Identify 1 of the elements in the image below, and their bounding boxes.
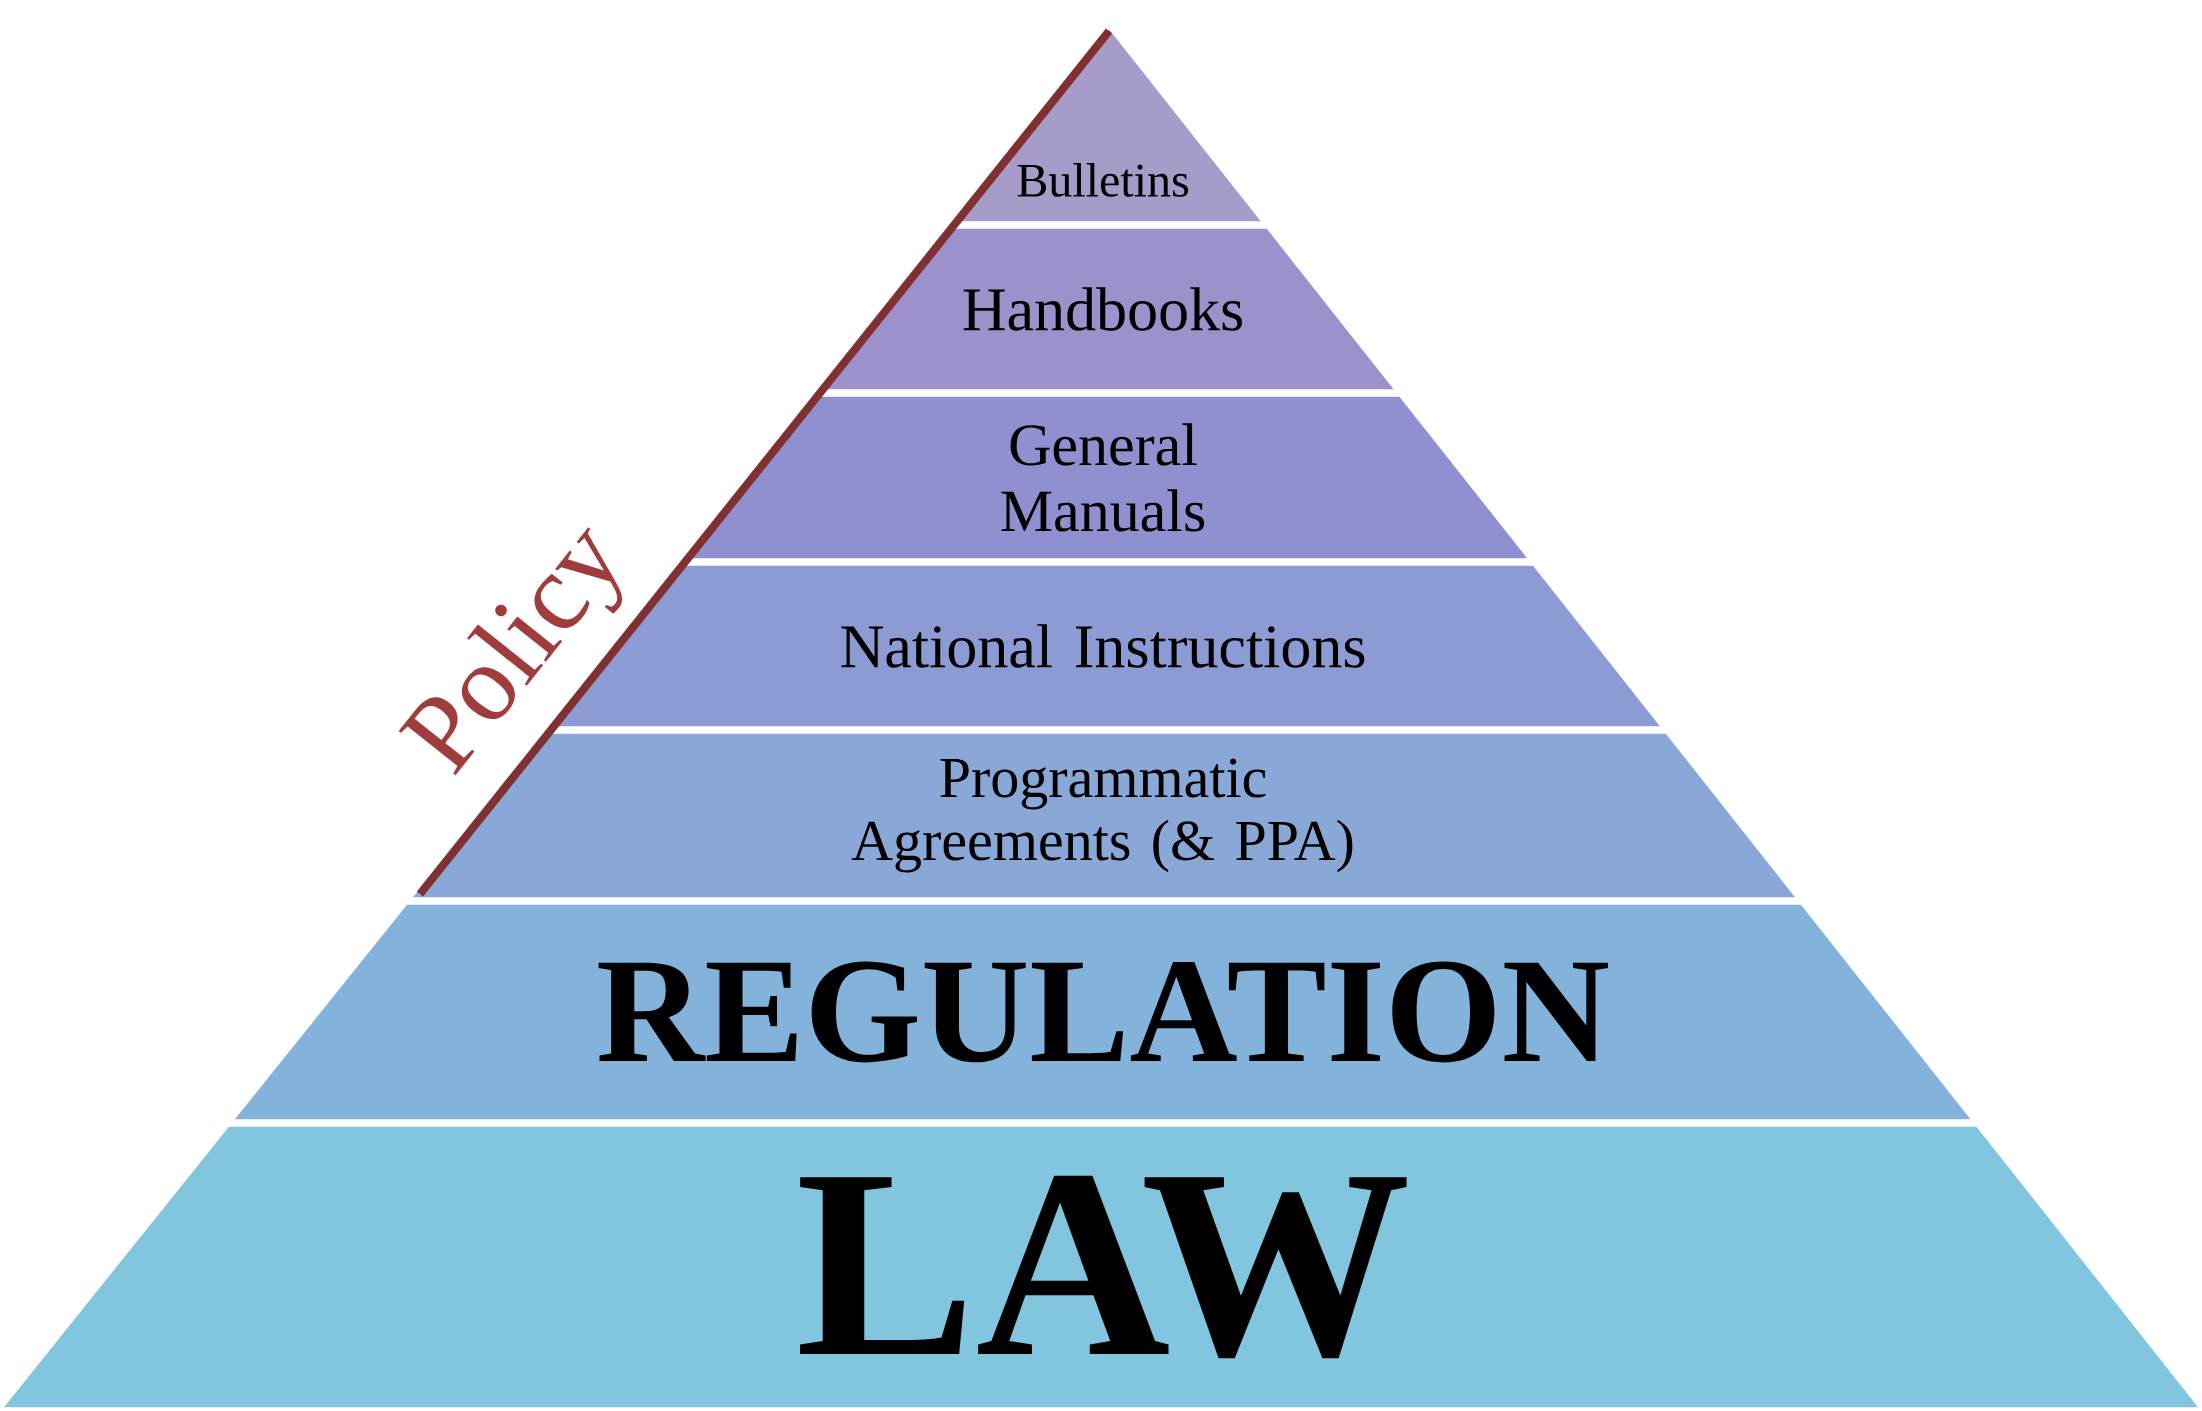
pyramid-tier: Handbooks: [817, 227, 1397, 391]
